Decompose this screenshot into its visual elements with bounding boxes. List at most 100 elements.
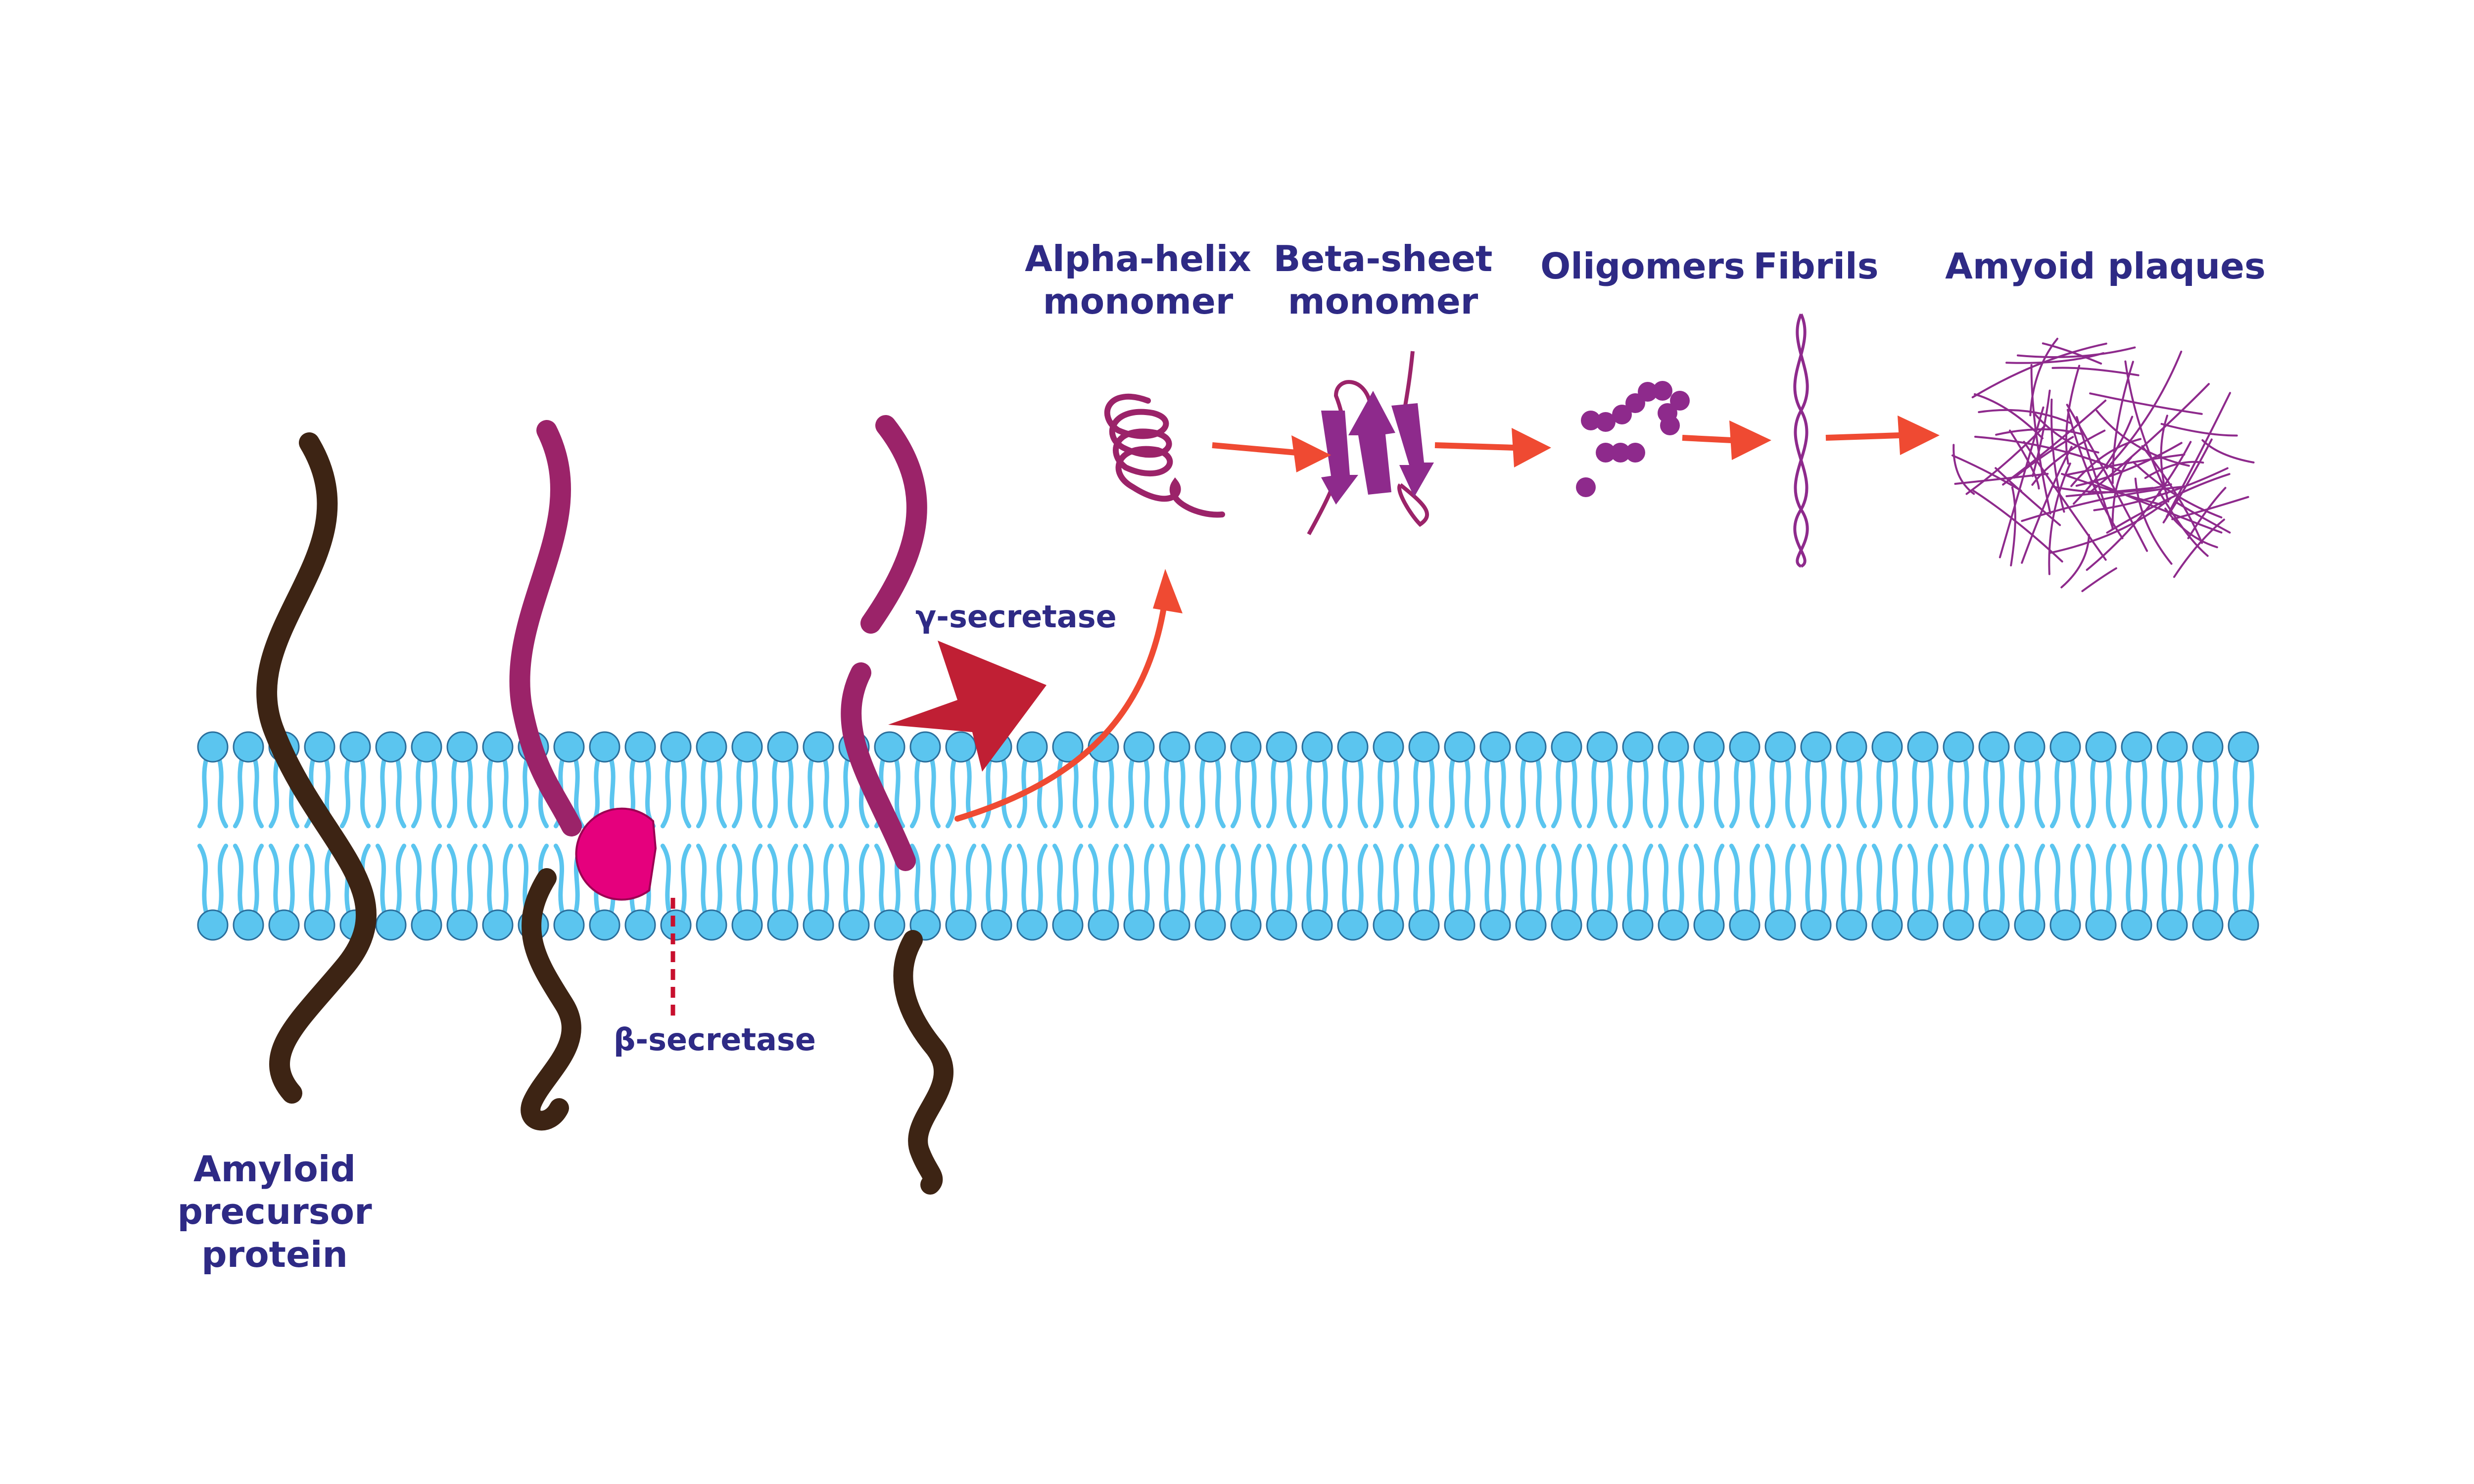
plaque-fibre (2124, 360, 2168, 495)
lipid-tail (395, 843, 407, 914)
lipid-tail (2248, 843, 2259, 914)
lipid-tail (1693, 843, 1705, 914)
plaque-fibre (2105, 350, 2183, 469)
lipid-head (2049, 731, 2081, 763)
lipid-tail (1927, 843, 1939, 914)
lipid-tail (1943, 843, 1954, 914)
lipid-tails-upper (197, 758, 2259, 829)
lipid-tail (965, 758, 977, 829)
lipid-tail (874, 843, 885, 914)
arrow-fibrils-to-plaque-head (1898, 416, 1940, 455)
plaque-fibre (2073, 416, 2134, 505)
lipid-head (1729, 909, 1760, 941)
lipid-head (1337, 909, 1369, 941)
plaque-fibre (2106, 473, 2231, 534)
lipid-tail (502, 758, 514, 829)
lipid-tail (1215, 758, 1226, 829)
plaque-fibre (1952, 444, 1975, 495)
lipid-head (2014, 731, 2046, 763)
lipid-tail (1001, 758, 1012, 829)
lipid-tail (360, 758, 371, 829)
arrow-beta-to-oligomers-head (1512, 428, 1551, 467)
lipid-tail (2228, 843, 2239, 914)
lipid-head (1800, 909, 1832, 941)
lipid-tail (1713, 843, 1725, 914)
lipid-head (767, 909, 799, 941)
lipid-tail (2085, 843, 2096, 914)
lipid-head (874, 909, 905, 941)
lipid-head (2085, 731, 2117, 763)
lipid-head (1871, 909, 1903, 941)
lipid-tail (304, 843, 315, 914)
lipid-tail (2070, 758, 2081, 829)
lipid-head (945, 909, 977, 941)
plaque-fibre (1974, 435, 2122, 472)
lipid-tail (945, 843, 956, 914)
lipid-tail (696, 843, 707, 914)
lipid-head (1515, 909, 1547, 941)
lipid-tail (1820, 758, 1832, 829)
lipid-tail (2248, 758, 2259, 829)
lipid-tail (467, 843, 478, 914)
lipid-head (731, 909, 763, 941)
plaque-fibre (2174, 501, 2231, 534)
fibril-shape (1793, 313, 1809, 568)
lipid-head (482, 909, 514, 941)
lipid-tail (1408, 758, 1420, 829)
lipid-head (2049, 909, 2081, 941)
lipid-tail (2177, 758, 2188, 829)
lipid-tail (197, 758, 208, 829)
lipid-tail (803, 758, 814, 829)
app-fragment-membrane (841, 662, 916, 871)
lipid-tail (1749, 758, 1760, 829)
lipid-tail (1978, 843, 1990, 914)
lipid-head (660, 731, 692, 763)
lipid-tail (838, 758, 850, 829)
lipid-head (1907, 731, 1939, 763)
lipid-tail (1978, 758, 1990, 829)
lipid-head (1658, 731, 1689, 763)
arrow-fibrils-to-plaque (1825, 432, 1901, 441)
lipid-tail (660, 843, 671, 914)
lipid-tail (1123, 758, 1135, 829)
lipid-tail (716, 758, 727, 829)
lipid-tail (1998, 758, 2010, 829)
lipid-tail (1464, 843, 1475, 914)
lipid-tail (197, 843, 208, 914)
lipid-tail (482, 758, 493, 829)
lipid-head (1800, 731, 1832, 763)
beta-secretase-label: β-secretase (614, 1021, 816, 1058)
plaque-fibre (2075, 442, 2183, 487)
lipid-head (1373, 909, 1404, 941)
lipid-tail (1215, 843, 1226, 914)
lipid-tail (2014, 758, 2025, 829)
lipid-head (1266, 731, 1297, 763)
lipid-tail (1856, 843, 1867, 914)
plaque-fibre (2090, 479, 2223, 534)
amyloid-precursor-protein-intact (256, 432, 377, 1104)
alpha-helix-monomer-shape (1104, 393, 1225, 518)
plaque-fibre (1971, 342, 2107, 399)
lipid-tail (233, 758, 244, 829)
lipid-tail (1678, 758, 1689, 829)
plaque-fibre (2070, 438, 2141, 487)
lipid-head (696, 731, 727, 763)
plaque-fibre (2164, 508, 2218, 549)
lipid-tail (1500, 843, 1511, 914)
lipid-tail (375, 843, 386, 914)
lipid-head (1836, 731, 1867, 763)
lipid-tail (2049, 758, 2061, 829)
lipid-tail (339, 758, 351, 829)
lipid-tail (2156, 843, 2168, 914)
lipid-tail (1301, 758, 1313, 829)
lipid-head (1693, 731, 1725, 763)
plaque-fibre (2201, 439, 2255, 464)
lipid-tail (1266, 758, 1277, 829)
lipid-tail (894, 758, 905, 829)
lipid-tail (838, 843, 850, 914)
lipid-head (981, 909, 1012, 941)
lipid-head (375, 731, 407, 763)
plaque-fibre (1954, 472, 2049, 485)
beta-sheet-monomer-shape (1307, 351, 1434, 535)
